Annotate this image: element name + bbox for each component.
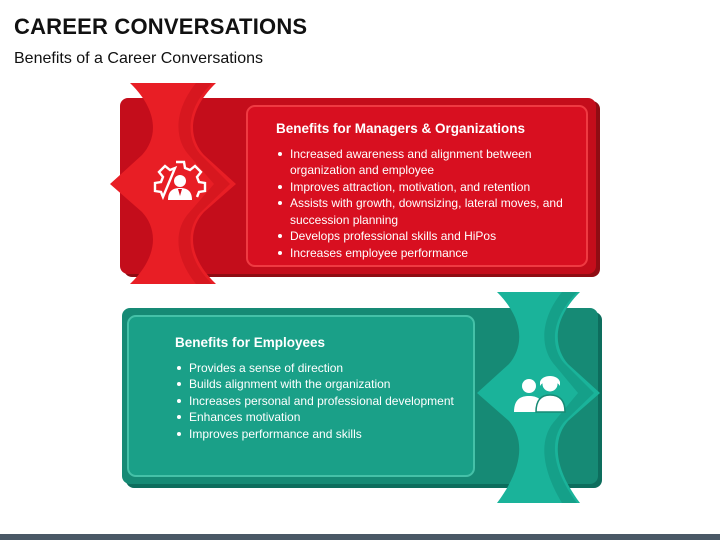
- gear-user-icon: [153, 160, 207, 201]
- managers-benefits-panel: Benefits for Managers & Organizations In…: [276, 121, 576, 261]
- page-subtitle: Benefits of a Career Conversations: [14, 50, 264, 67]
- list-item: Increases employee performance: [278, 245, 576, 262]
- list-item: Assists with growth, downsizing, lateral…: [278, 195, 576, 228]
- list-item: Increased awareness and alignment betwee…: [278, 146, 576, 179]
- list-item: Provides a sense of direction: [177, 360, 465, 377]
- managers-panel-shape: [110, 83, 600, 284]
- managers-benefits-list: Increased awareness and alignment betwee…: [276, 146, 576, 262]
- list-item: Builds alignment with the organization: [177, 376, 465, 393]
- two-users-icon: [514, 376, 566, 413]
- page-title: CAREER CONVERSATIONS: [14, 14, 308, 39]
- employees-panel-shape: [122, 292, 602, 503]
- employees-benefits-panel: Benefits for Employees Provides a sense …: [175, 335, 465, 442]
- managers-panel-title: Benefits for Managers & Organizations: [276, 121, 526, 136]
- list-item: Improves attraction, motivation, and ret…: [278, 179, 576, 196]
- list-item: Enhances motivation: [177, 409, 465, 426]
- list-item: Increases personal and professional deve…: [177, 393, 465, 410]
- list-item: Develops professional skills and HiPos: [278, 228, 576, 245]
- list-item: Improves performance and skills: [177, 426, 465, 443]
- employees-benefits-list: Provides a sense of direction Builds ali…: [175, 360, 465, 443]
- employees-panel-title: Benefits for Employees: [175, 335, 326, 350]
- bottom-bar: [0, 534, 720, 540]
